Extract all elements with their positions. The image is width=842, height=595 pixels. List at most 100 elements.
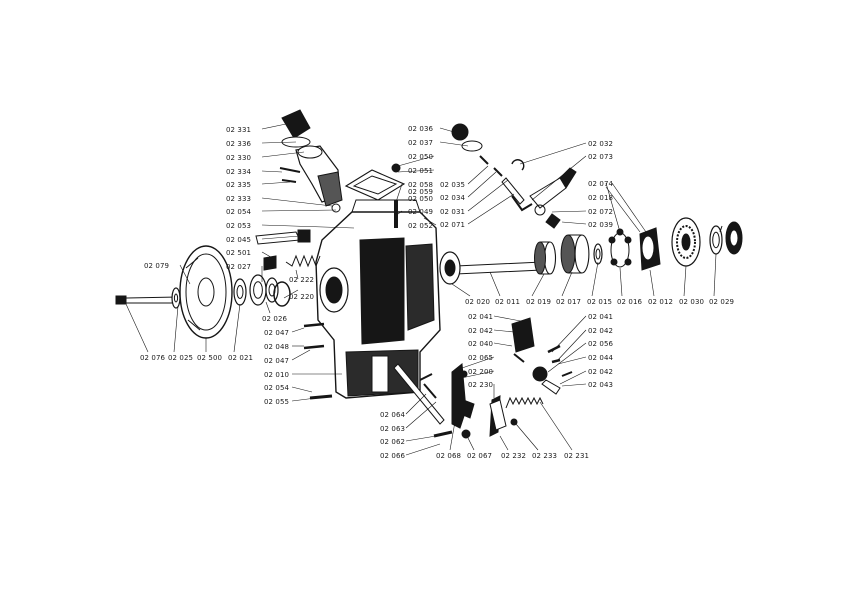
bearing-outer <box>249 274 267 306</box>
part-label: 02 071 <box>440 221 466 229</box>
side-bolts <box>303 322 325 350</box>
part-label: 02 220 <box>289 293 315 301</box>
stop-lever-boss <box>532 366 548 382</box>
part-label: 02 047 <box>264 357 290 365</box>
part-label: 02 048 <box>264 343 290 351</box>
elbow-washer <box>331 203 341 213</box>
leader-line <box>173 305 179 353</box>
elbow-mouth <box>297 145 323 159</box>
part-label: 02 044 <box>588 354 614 362</box>
leader-line <box>261 197 333 207</box>
part-label: 02 037 <box>408 139 434 147</box>
leader-line <box>395 183 403 203</box>
spring-pin <box>510 418 518 426</box>
leader-line <box>561 383 587 387</box>
gear-nut-bore <box>729 229 739 247</box>
lever-nut <box>461 429 471 439</box>
elbow-body-shade <box>317 171 343 207</box>
leader-line <box>539 401 573 451</box>
part-label: 02 053 <box>226 222 252 230</box>
leader-line <box>261 141 297 144</box>
clip <box>511 195 533 212</box>
part-label: 02 041 <box>588 313 614 321</box>
lever-arm <box>455 397 475 419</box>
stop-screws <box>547 344 561 364</box>
cam-lobe-face <box>534 241 546 275</box>
housing-rib <box>371 355 389 393</box>
part-label: 02 330 <box>226 154 252 162</box>
leader-line <box>467 437 475 451</box>
leader-line <box>515 423 539 451</box>
leader-line <box>261 181 291 185</box>
part-label: 02 055 <box>264 398 290 406</box>
leader-line <box>261 209 337 212</box>
bolt-shank <box>125 296 179 304</box>
front-bearing-inner <box>236 285 244 299</box>
shaft-bearing-bore <box>444 259 456 277</box>
stop-nut <box>561 371 573 377</box>
cam-lobe-body <box>540 241 550 275</box>
small-plug <box>263 255 277 271</box>
part-label: 02 015 <box>587 298 613 306</box>
circlip <box>511 159 525 171</box>
leader-line <box>713 253 717 297</box>
return-spring <box>505 396 544 409</box>
leader-line <box>405 443 441 456</box>
part-label: 02 054 <box>264 384 290 392</box>
part-label: 02 501 <box>226 249 252 257</box>
part-label: 02 066 <box>380 452 406 460</box>
drive-hub <box>574 234 590 274</box>
drive-hub-face <box>560 234 576 274</box>
part-label: 02 025 <box>168 354 194 362</box>
part-label: 02 067 <box>467 452 493 460</box>
part-label: 02 231 <box>564 452 590 460</box>
part-label: 02 050 <box>408 195 434 203</box>
adjuster-spring <box>285 254 321 268</box>
leader-line <box>561 271 573 297</box>
part-label: 02 062 <box>380 438 406 446</box>
leader-line <box>397 155 435 167</box>
part-label: 02 047 <box>264 329 290 337</box>
part-label: 02 049 <box>408 208 434 216</box>
leader-line <box>551 210 587 213</box>
part-label: 02 043 <box>588 381 614 389</box>
leader-line <box>531 273 545 297</box>
leader-line <box>551 315 587 353</box>
leader-line <box>493 329 515 333</box>
flyweight-1 <box>608 236 616 244</box>
part-label: 02 016 <box>617 298 643 306</box>
leader-line <box>493 342 513 347</box>
leader-line <box>261 170 283 173</box>
part-label: 02 068 <box>436 452 462 460</box>
part-label: 02 011 <box>495 298 521 306</box>
housing-cavity <box>359 237 405 345</box>
flyweight-2 <box>624 236 632 244</box>
pivot-nut <box>545 213 561 229</box>
cam-lobe <box>543 241 557 275</box>
part-label: 02 036 <box>408 125 434 133</box>
valve-seal <box>461 140 483 152</box>
part-label: 02 335 <box>226 181 252 189</box>
part-label: 02 222 <box>289 276 315 284</box>
shim-inner <box>595 248 601 260</box>
leader-line <box>233 303 241 353</box>
part-label: 02 045 <box>226 236 252 244</box>
control-rod <box>393 363 445 425</box>
pulley-rim <box>185 253 227 331</box>
gear-washer-inner <box>712 231 720 249</box>
leader-line <box>499 435 509 451</box>
part-label: 02 064 <box>380 411 406 419</box>
leader-line <box>451 370 495 381</box>
leader-line <box>559 370 587 385</box>
leader-line <box>405 393 427 415</box>
leader-line <box>555 329 587 363</box>
part-label: 02 010 <box>264 371 290 379</box>
part-label: 02 050 <box>408 153 434 161</box>
part-label: 02 058 <box>408 181 434 189</box>
part-label: 02 029 <box>709 298 735 306</box>
part-label: 02 051 <box>408 167 434 175</box>
control-lever-arm <box>513 353 525 363</box>
leader-line <box>561 221 587 225</box>
leader-line <box>261 251 277 261</box>
